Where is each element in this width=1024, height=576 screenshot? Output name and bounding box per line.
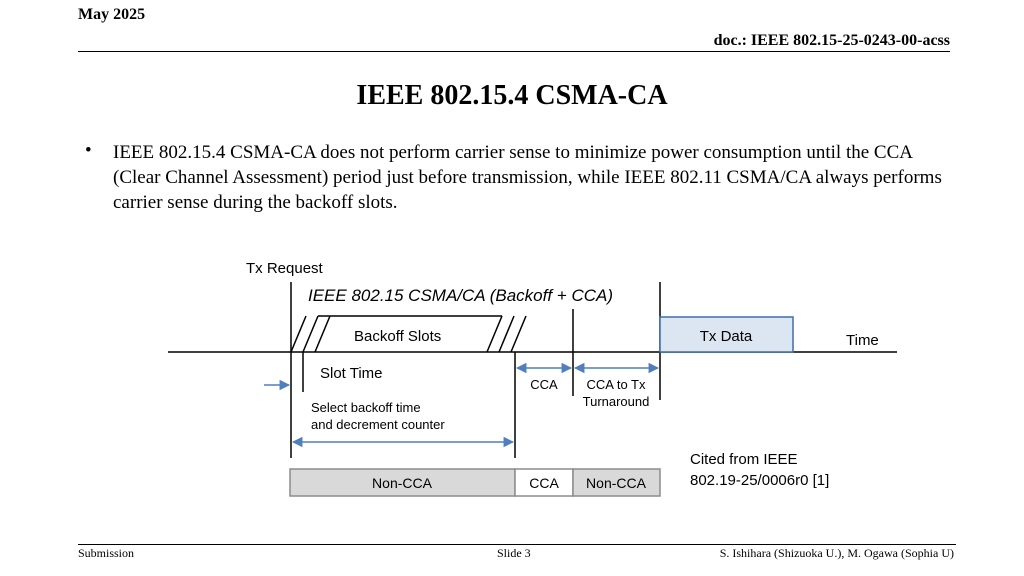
- cca-to-tx-label: CCA to Tx: [586, 377, 646, 392]
- tx-data-box: [659, 316, 794, 353]
- time-label: Time: [846, 332, 879, 349]
- backoff-slot-hatching: [290, 315, 527, 353]
- footer-authors: S. Ishihara (Shizuoka U.), M. Ogawa (Sop…: [719, 546, 954, 560]
- tx-request-label: Tx Request: [246, 260, 324, 277]
- citation-line-1: Cited from IEEE: [690, 451, 798, 468]
- turnaround-label: Turnaround: [583, 394, 650, 409]
- footer-submission: Submission: [78, 546, 135, 560]
- header-rule: [78, 51, 950, 52]
- footer-rule: [78, 544, 956, 545]
- citation-line-2: 802.19-25/0006r0 [1]: [690, 472, 830, 489]
- citation-note: Cited from IEEE 802.19-25/0006r0 [1]: [690, 449, 870, 491]
- backoff-slots-label: Backoff Slots: [354, 328, 441, 345]
- header-date: May 2025: [78, 6, 146, 23]
- bullet-marker: •: [85, 140, 92, 161]
- footer-slide-number: Slide 3: [497, 546, 531, 560]
- decrement-counter-label: and decrement counter: [311, 417, 445, 432]
- cca-label: CCA: [530, 377, 558, 392]
- bar-non-cca-2-label: Non-CCA: [586, 475, 647, 491]
- select-backoff-label: Select backoff time: [311, 400, 421, 415]
- bar-cca-label: CCA: [529, 475, 559, 491]
- bar-non-cca-1-label: Non-CCA: [372, 475, 433, 491]
- bar-non-cca-2: [572, 468, 661, 497]
- diagram-heading: IEEE 802.15 CSMA/CA (Backoff + CCA): [308, 286, 613, 305]
- bullet-text: IEEE 802.15.4 CSMA-CA does not perform c…: [113, 142, 942, 213]
- tx-data-label: Tx Data: [700, 328, 753, 345]
- slide-title: IEEE 802.15.4 CSMA-CA: [356, 80, 668, 111]
- bar-non-cca-1: [289, 468, 516, 497]
- header-doc-id: doc.: IEEE 802.15-25-0243-00-acss: [713, 32, 950, 49]
- slot-time-label: Slot Time: [320, 365, 383, 382]
